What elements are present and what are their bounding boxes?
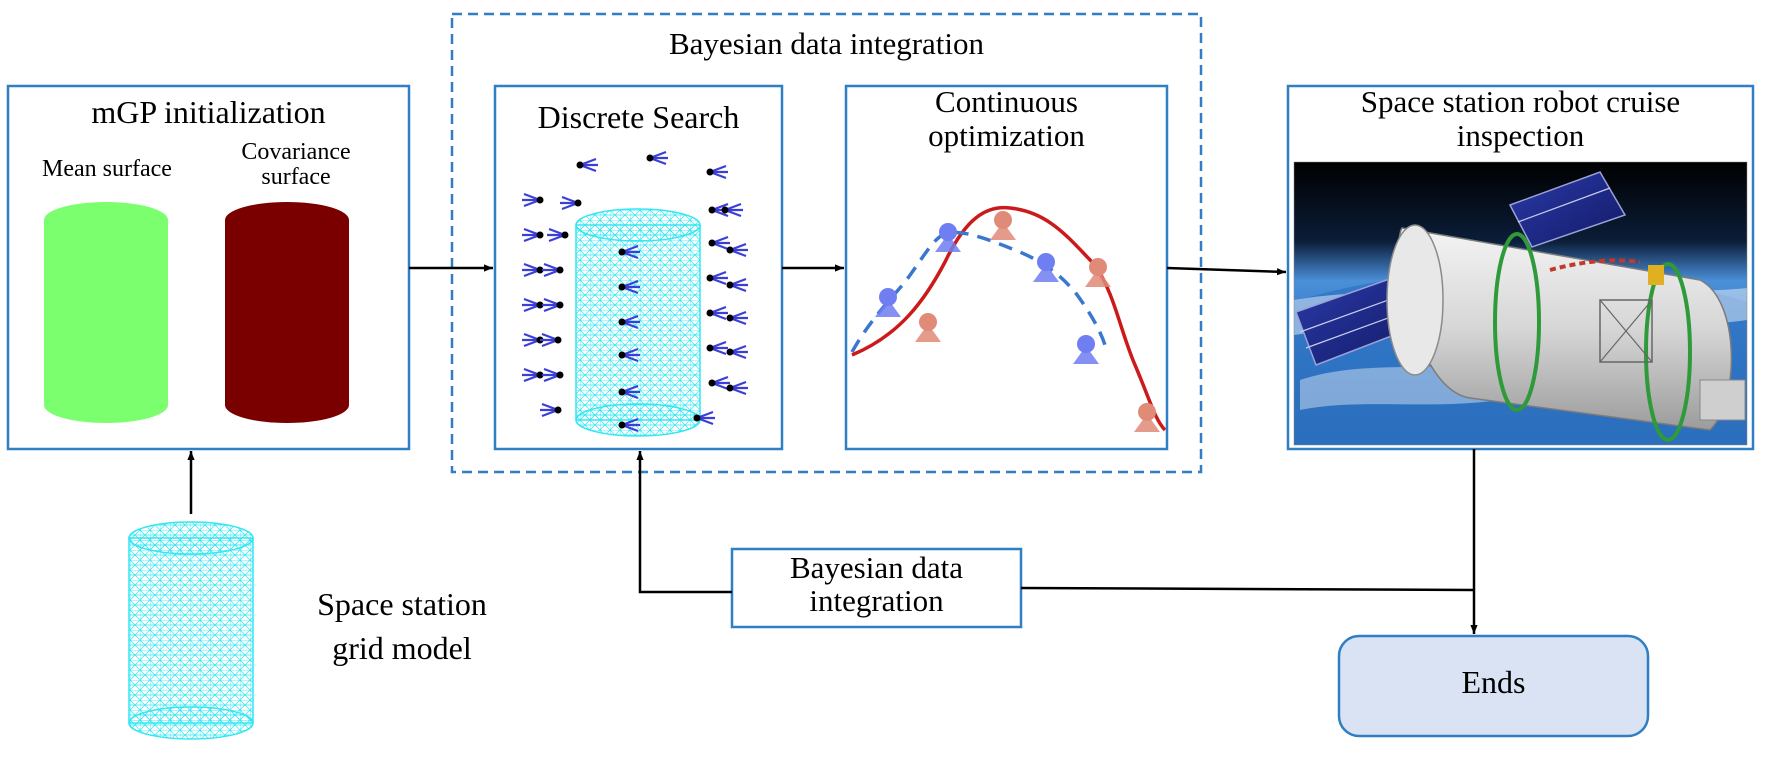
covariance-surface-cylinder [225, 202, 349, 423]
viewpoint-glyph [522, 297, 544, 313]
viewpoint-glyph [522, 367, 544, 383]
viewpoint-glyph [708, 235, 730, 251]
marker-blue [1033, 253, 1059, 282]
arrow-continuous-to-cruise [1166, 266, 1287, 276]
viewpoint-glyph [522, 262, 544, 278]
viewpoint-glyph [726, 344, 748, 360]
connector-end-to-feedback [1020, 586, 1475, 592]
mean-surface-label: Mean surface [42, 156, 172, 182]
grid-model-label-line2: grid model [332, 630, 472, 666]
viewpoint-glyph [618, 417, 640, 433]
viewpoint-glyph [706, 305, 728, 321]
viewpoint-glyph [726, 242, 748, 258]
viewpoint-glyph [522, 227, 544, 243]
marker-blue [935, 223, 961, 252]
viewpoint-glyph [618, 244, 640, 260]
viewpoint-glyph [576, 157, 598, 173]
viewpoint-glyph [706, 340, 728, 356]
end-label: Ends [1461, 664, 1526, 700]
marker-blue [1073, 335, 1099, 364]
viewpoint-glyph [560, 195, 582, 211]
viewpoint-glyph [706, 164, 728, 180]
viewpoint-glyph [706, 270, 728, 286]
viewpoint-glyph [726, 310, 748, 326]
continuous-title-line1: Continuous [935, 84, 1078, 119]
feedback-label-line2: integration [809, 583, 944, 618]
mgp-title: mGP initialization [91, 94, 326, 130]
viewpoint-glyph [542, 367, 564, 383]
viewpoint-glyph [540, 332, 562, 348]
viewpoint-glyph [540, 402, 562, 418]
continuous-title-line2: optimization [928, 118, 1085, 153]
space-station-photo [1294, 162, 1747, 445]
viewpoint-glyph [646, 150, 668, 166]
viewpoint-glyph [542, 297, 564, 313]
end-box [1337, 634, 1650, 738]
continuous-optimization-box [844, 84, 1169, 451]
candidate-viewpoints [522, 150, 748, 433]
viewpoint-glyph [721, 202, 743, 218]
feedback-label-line1: Bayesian data [789, 550, 963, 585]
marker-salmon [1085, 258, 1111, 287]
discrete-search-title: Discrete Search [537, 99, 740, 135]
viewpoint-glyph [547, 227, 569, 243]
covariance-label-line1: Covariance [241, 139, 351, 165]
surrogate-curve [850, 230, 1107, 353]
viewpoint-glyph [618, 347, 640, 363]
marker-salmon [990, 211, 1016, 240]
cruise-title-line1: Space station robot cruise [1360, 84, 1681, 119]
arrow-feedback-to-discrete [636, 451, 732, 594]
marker-salmon [1134, 403, 1160, 432]
group-title: Bayesian data integration [668, 26, 985, 61]
viewpoint-glyph [618, 384, 640, 400]
viewpoint-glyph [708, 375, 730, 391]
viewpoint-glyph [618, 279, 640, 295]
viewpoint-glyph [618, 314, 640, 330]
viewpoint-glyph [522, 192, 544, 208]
viewpoint-glyph [542, 262, 564, 278]
viewpoint-glyph [726, 380, 748, 396]
marker-blue [875, 288, 901, 317]
viewpoint-glyph [693, 410, 715, 426]
objective-curve [851, 205, 1167, 432]
mean-surface-cylinder [44, 202, 168, 423]
grid-model-label-line1: Space station [317, 586, 487, 622]
bayesian-group-container [450, 12, 1203, 474]
grid-model-cylinder [128, 521, 254, 740]
marker-salmon [915, 313, 941, 342]
viewpoint-glyph [726, 277, 748, 293]
optimization-markers [875, 211, 1160, 432]
cruise-title-line2: inspection [1456, 118, 1585, 153]
covariance-label-line2: surface [261, 164, 331, 190]
